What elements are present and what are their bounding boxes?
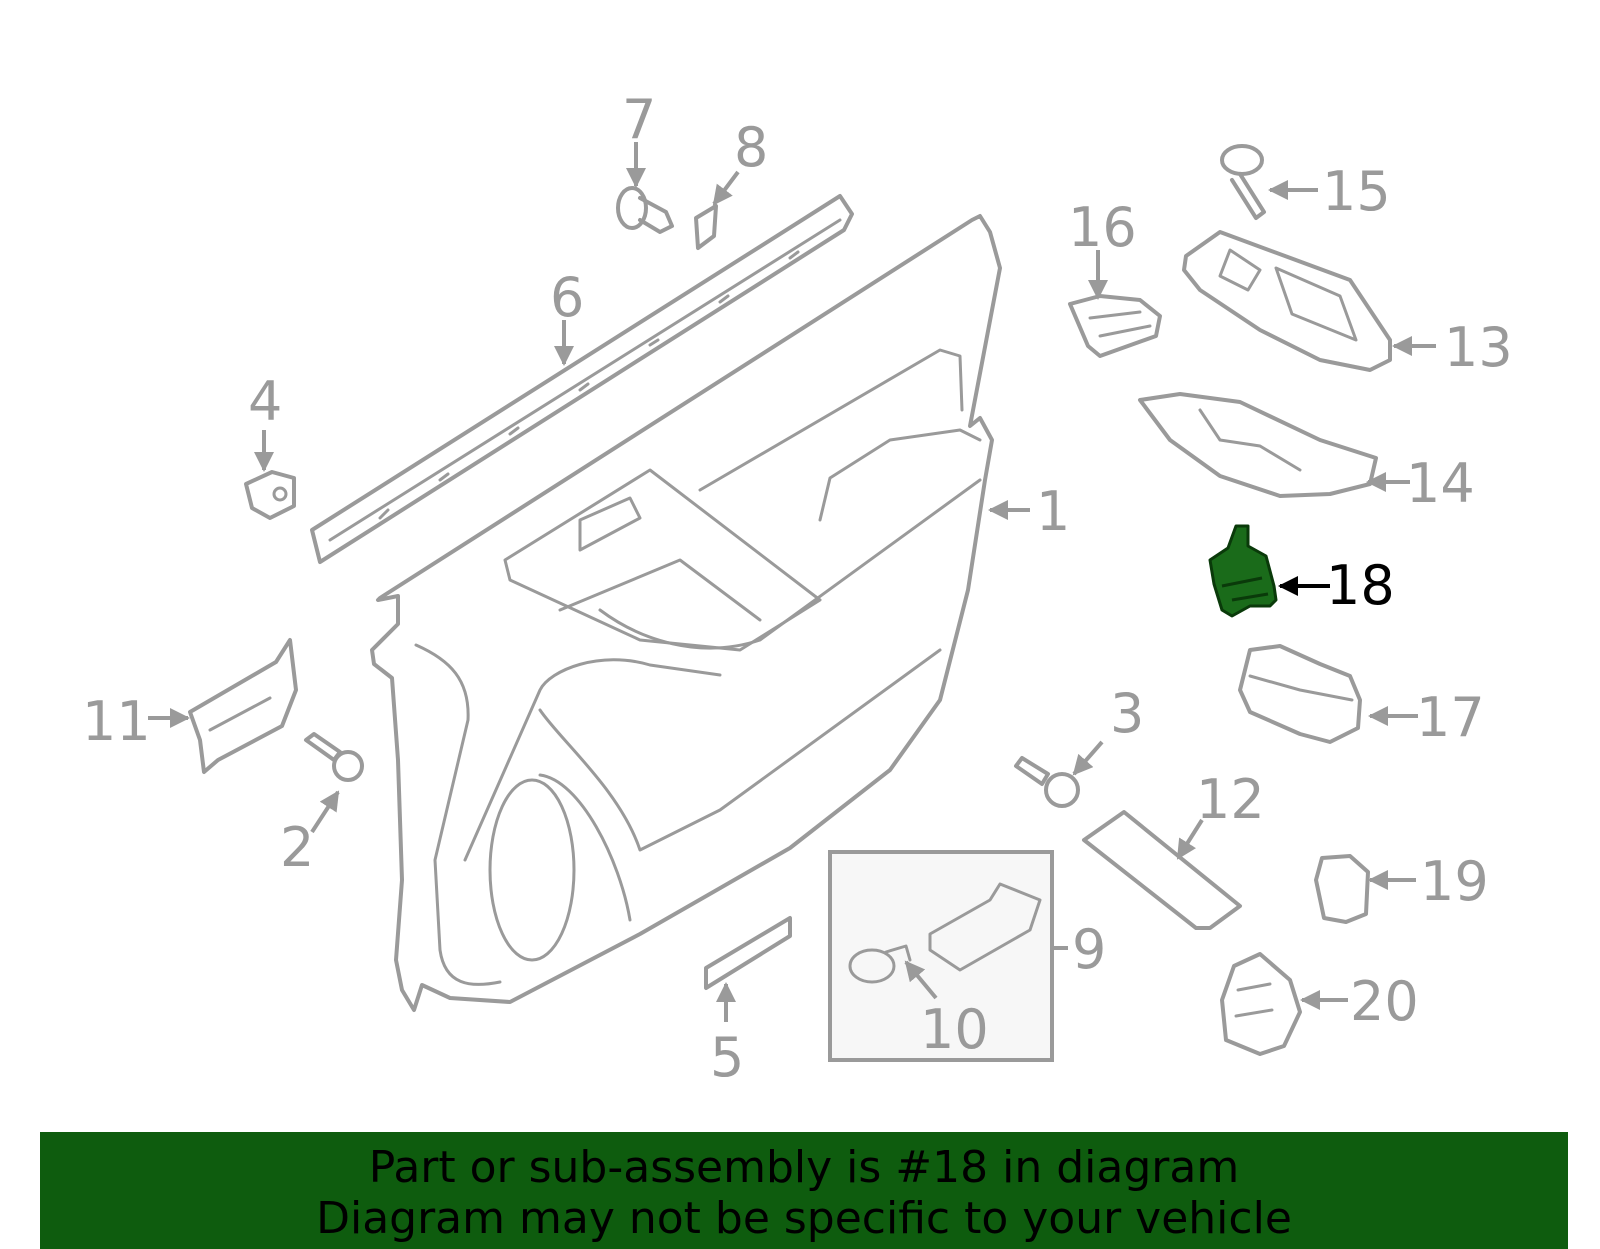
- callout-3: 3: [1110, 682, 1144, 745]
- part-16-bracket[interactable]: [1068, 294, 1162, 358]
- callout-14: 14: [1406, 452, 1475, 515]
- banner-line-1: Part or sub-assembly is #18 in diagram: [368, 1142, 1240, 1193]
- callout-19: 19: [1420, 850, 1489, 913]
- callout-17: 17: [1416, 686, 1485, 749]
- part-6-belt-molding[interactable]: [310, 194, 854, 564]
- part-4-retainer[interactable]: [244, 470, 296, 520]
- callout-9: 9: [1072, 918, 1106, 981]
- callout-18: 18: [1326, 554, 1395, 617]
- callout-10: 10: [920, 998, 989, 1061]
- callout-16: 16: [1068, 196, 1137, 259]
- part-11-handle-bracket[interactable]: [188, 638, 298, 774]
- callout-11: 11: [82, 690, 151, 753]
- part-15-screw[interactable]: [1220, 144, 1266, 220]
- info-banner: Part or sub-assembly is #18 in diagram D…: [40, 1132, 1568, 1249]
- part-17-switch-assembly[interactable]: [1238, 644, 1362, 744]
- callout-13: 13: [1444, 316, 1513, 379]
- callout-6: 6: [550, 266, 584, 329]
- part-20-switch[interactable]: [1220, 952, 1302, 1056]
- part-14-switch-panel[interactable]: [1138, 392, 1378, 498]
- callout-5: 5: [710, 1026, 744, 1089]
- callout-15: 15: [1322, 160, 1391, 223]
- callout-2: 2: [280, 816, 314, 879]
- part-19-switch[interactable]: [1314, 854, 1370, 924]
- callout-20: 20: [1350, 970, 1419, 1033]
- part-18-window-switch[interactable]: [1208, 524, 1278, 618]
- part-3-screw[interactable]: [1014, 756, 1080, 808]
- banner-line-2: Diagram may not be specific to your vehi…: [316, 1193, 1292, 1244]
- part-2-screw[interactable]: [304, 732, 364, 782]
- part-12-trim-strip[interactable]: [1082, 810, 1242, 930]
- part-9-courtesy-lamp-box[interactable]: [828, 850, 1054, 1062]
- part-7-clip[interactable]: [616, 186, 674, 234]
- part-1-door-trim-panel[interactable]: [370, 214, 1002, 1012]
- part-8-bracket[interactable]: [694, 204, 718, 250]
- callout-1: 1: [1036, 480, 1070, 543]
- callout-4: 4: [248, 370, 282, 433]
- callout-7: 7: [622, 88, 656, 151]
- callout-12: 12: [1196, 768, 1265, 831]
- callout-8: 8: [734, 116, 768, 179]
- leader-lines: [148, 142, 1436, 1022]
- part-5-strip[interactable]: [704, 916, 792, 990]
- part-13-switch-bezel[interactable]: [1182, 230, 1392, 372]
- callout-labels: 1 2 3 4 5 6 7 8 9 10 11 12 13 14 15 16 1…: [82, 88, 1513, 1089]
